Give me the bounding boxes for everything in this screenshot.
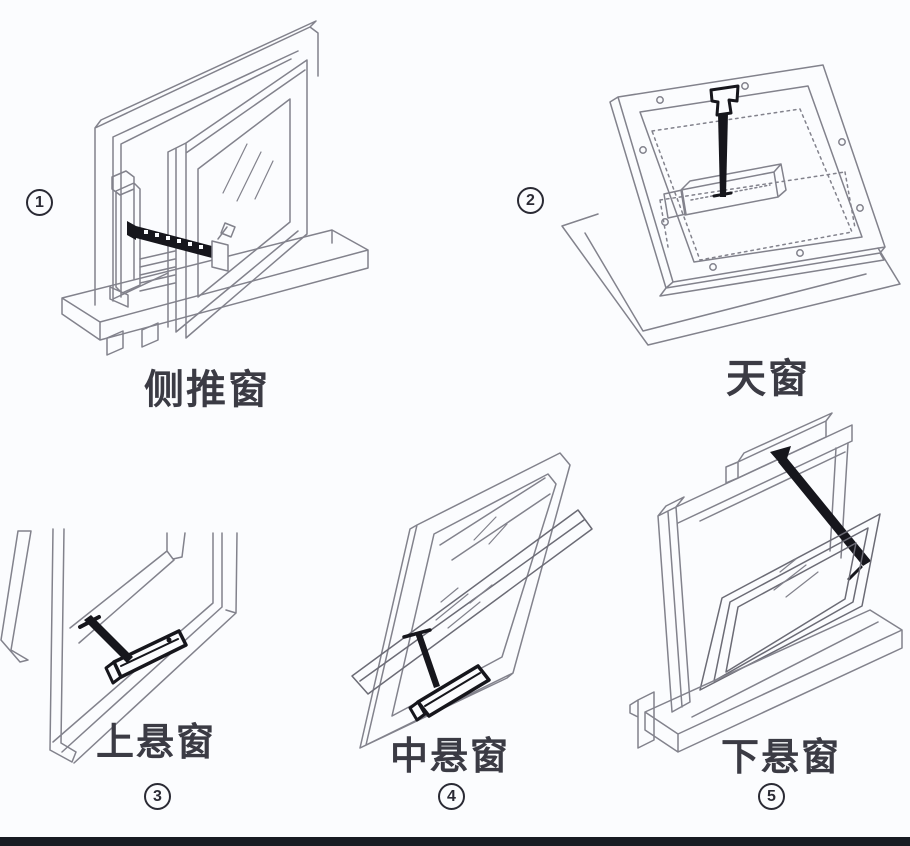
figure-1-number-badge: 1 <box>26 189 53 216</box>
rack-actuator-icon <box>127 221 236 272</box>
figure-2-skylight-art <box>561 64 901 346</box>
figure-2-number-badge: 2 <box>517 187 544 214</box>
figure-5-number-badge: 5 <box>758 783 785 810</box>
linear-actuator-icon <box>402 628 491 722</box>
figure-3-top-hung-window-art <box>0 528 238 764</box>
figure-1-number: 1 <box>35 193 44 211</box>
chain-actuator-icon <box>709 84 740 198</box>
figure-3-label: 上悬窗 <box>95 722 216 764</box>
figure-5-bottom-hung-window-art <box>629 412 903 753</box>
figure-1-side-push-window-art <box>61 20 369 356</box>
linear-actuator-icon <box>78 615 188 685</box>
figure-4-number: 4 <box>447 787 456 805</box>
figure-3-number-badge: 3 <box>144 783 171 810</box>
figure-2-number: 2 <box>526 191 535 209</box>
rod-actuator-icon <box>770 446 871 581</box>
figure-4-number-badge: 4 <box>438 783 465 810</box>
figure-4-label: 中悬窗 <box>389 736 510 778</box>
footer-bar <box>0 837 910 846</box>
figure-3-number: 3 <box>153 787 162 805</box>
figure-4-center-hung-window-art <box>351 452 593 749</box>
figure-2-label: 天窗 <box>726 357 810 401</box>
figure-1-label: 侧推窗 <box>144 368 270 412</box>
figure-5-label: 下悬窗 <box>720 737 841 779</box>
figure-5-number: 5 <box>767 787 776 805</box>
